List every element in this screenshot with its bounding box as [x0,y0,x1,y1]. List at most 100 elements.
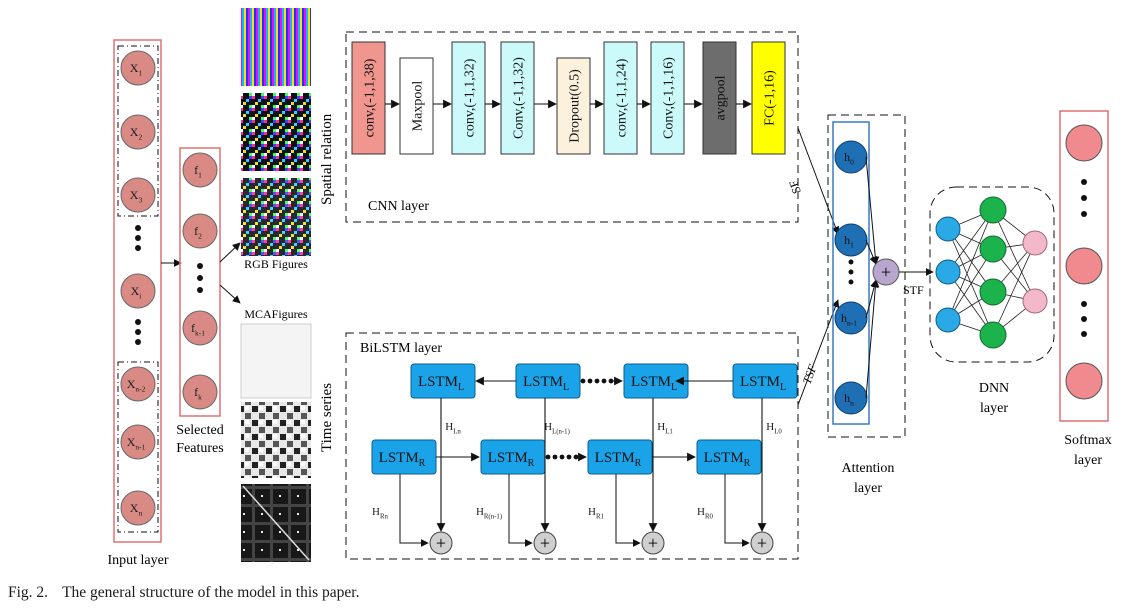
bilstm-layer-title: BiLSTM layer [360,341,442,356]
lstm-left-label: LSTML [418,374,464,393]
lstm-right-label: LSTMR [488,450,535,469]
dnn-layer-label-1: DNN [979,381,1009,396]
rgb-figure-2 [241,93,311,171]
input-node-label: X1 [130,61,143,78]
selected-features-box [179,147,221,417]
dnn-link [947,209,994,321]
dnn-input-node [935,216,961,242]
mca-figure-2 [241,402,311,478]
feature-node [182,152,218,188]
attention-ellipsis [848,259,854,285]
softmax-layer-box [1059,110,1109,422]
h-left-label: HL1 [657,421,673,435]
cnn-block-label: avgpool [714,75,729,120]
input-node [120,177,156,213]
input-layer-label: Input layer [107,553,168,568]
softmax-node [1065,362,1103,400]
feature-node [182,213,218,249]
selected-features-label-2: Features [176,441,223,456]
lstm-right-label: LSTMR [595,450,642,469]
lstm-left-label: LSTML [523,374,569,393]
dnn-link [992,209,1036,302]
h-right-label: HRn [372,506,388,520]
bilstm-sum-symbol: + [648,533,658,553]
bilstm-sum-symbol: + [436,533,446,553]
lstm-left-label: LSTML [740,374,786,393]
lstm-chain-dot [566,454,572,460]
lstm-chain-dot [545,454,551,460]
h-right-connector [399,474,429,547]
mca-diagonal [242,485,310,561]
rgb-figure-3 [241,178,311,256]
time-series-label: Time series [319,383,335,452]
attention-inner-box [832,121,870,425]
feature-node-label: fk-1 [191,321,205,338]
attention-node [834,301,868,335]
input-ellipsis-top [135,225,141,251]
feature-node-label: f2 [194,224,202,241]
lstm-chain-dot [580,378,586,384]
features-to-rgb-arrow [219,242,241,263]
dnn-link [947,248,994,321]
dnn-layer: DNN layer [929,186,1055,416]
h-right-connector [724,474,750,547]
dnn-input-node [935,307,961,333]
softmax-layer: Softmax layer [1059,110,1112,468]
figure-caption: Fig. 2.The general structure of the mode… [8,584,359,602]
softmax-layer-label-2: layer [1074,453,1102,468]
rgb-figures-label: RGB Figures [244,257,308,271]
softmax-node [1065,247,1103,285]
feature-node-label: f1 [194,163,202,180]
cnn-layer-box [345,31,799,223]
tsf-arrow [797,299,840,406]
bilstm-layer-box [345,332,799,560]
cnn-block-label: conv,(-1,1,24) [615,58,630,137]
attention-layer-box [827,114,906,438]
dnn-hidden-node [979,321,1007,349]
attention-node-label: h1 [844,233,854,250]
lstm-right-label: LSTMR [704,450,751,469]
h-left-label: HLn [445,421,461,435]
cnn-layer-title: CNN layer [368,199,429,214]
dnn-output-node [1022,288,1048,314]
caption-figure-number: Fig. 2. [8,584,49,601]
lstm-chain-dot [559,454,565,460]
lstm-right [696,439,762,475]
features-ellipsis [197,263,203,293]
cnn-block [702,41,737,155]
attention-node [834,140,868,174]
h-right-connector [508,474,533,547]
attention-node-label: h0 [844,150,854,167]
spatial-relation-label: Spatial relation [319,113,335,205]
dnn-hidden-node [979,235,1007,263]
feature-node-label: fk [194,385,202,402]
h-right-label: HR1 [588,506,604,520]
input-node [120,490,156,526]
attention-node [834,223,868,257]
cnn-block-label: conv,(-1,1,38) [363,58,378,137]
h-right-connector [615,474,641,547]
input-node [120,273,156,309]
input-node-label: X3 [130,188,143,205]
lstm-right-label: LSTMR [379,450,426,469]
lstm-chain-dot [552,454,558,460]
rgb-figure-1 [241,8,311,86]
h-right-label: HR0 [697,506,713,520]
lstm-chain-dot [573,454,579,460]
bilstm-sum-symbol: + [757,533,767,553]
cnn-block [603,41,638,155]
cnn-block [650,41,685,155]
cnn-block [751,41,786,155]
dnn-link [992,242,1036,336]
attention-node-label: hn [844,391,854,408]
input-group-bottom [117,361,159,533]
dnn-input-node [935,259,961,285]
dnn-hidden-node [979,196,1007,224]
input-group-top [117,45,159,217]
input-node-label: X2 [130,125,143,142]
cnn-block-label: Maxpool [411,81,426,132]
attention-weight-arrow [865,156,880,265]
cnn-block-label: Dropout(0.5) [568,69,583,143]
